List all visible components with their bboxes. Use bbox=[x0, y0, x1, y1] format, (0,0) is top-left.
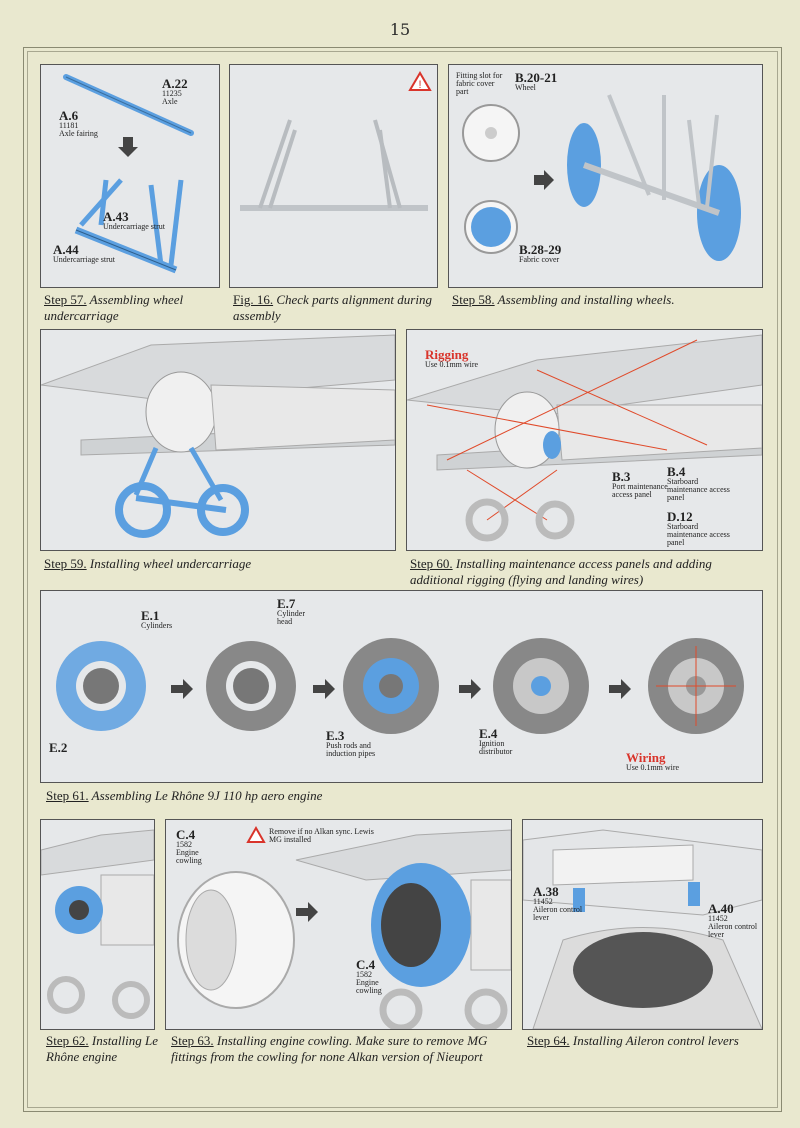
alignment-illustration: ! bbox=[240, 71, 432, 211]
label-remove-mg: Remove if no Alkan sync. Lewis MG instal… bbox=[269, 827, 374, 844]
caption-step-61: Step 61. Assembling Le Rhône 9J 110 hp a… bbox=[46, 788, 323, 803]
caption-step-64: Step 64. Installing Aileron control leve… bbox=[527, 1033, 739, 1048]
engine-installed-illustration bbox=[41, 829, 154, 1019]
undercarriage-illustration bbox=[63, 74, 194, 274]
engine-assembly-illustration bbox=[56, 638, 744, 734]
caption-step-60: Step 60. Installing maintenance access p… bbox=[410, 556, 712, 587]
caption-step-57: Step 57. Assembling wheel undercarriage bbox=[44, 292, 184, 323]
label-fitting-slot: Fitting slot for fabric cover part bbox=[456, 71, 503, 96]
caption-fig-16: Fig. 16. Check parts alignment during as… bbox=[233, 292, 432, 323]
cowling-illustration bbox=[177, 825, 511, 1029]
panel-step-59 bbox=[40, 329, 396, 551]
page-number: 15 bbox=[389, 20, 411, 39]
warning-icon bbox=[408, 71, 432, 91]
caption-step-59: Step 59. Installing wheel undercarriage bbox=[44, 556, 252, 571]
caption-step-63: Step 63. Installing engine cowling. Make… bbox=[171, 1033, 488, 1064]
panel-step-62 bbox=[40, 819, 155, 1030]
wheel-illustration bbox=[462, 94, 741, 261]
aircraft-rigging-illustration bbox=[407, 334, 762, 542]
panel-step-58: Fitting slot for fabric cover part B.20-… bbox=[448, 64, 763, 288]
aileron-illustration bbox=[523, 829, 762, 1029]
panel-fig-16: ! bbox=[229, 64, 438, 288]
warning-icon bbox=[246, 825, 266, 843]
aircraft-undercarriage-illustration bbox=[41, 334, 395, 538]
caption-step-58: Step 58. Assembling and installing wheel… bbox=[452, 292, 675, 307]
caption-step-62: Step 62. Installing Le Rhône engine bbox=[46, 1033, 158, 1064]
page-border-inner bbox=[27, 51, 778, 1108]
svg-text:!: ! bbox=[418, 79, 421, 91]
label-e2: E.2 bbox=[49, 740, 68, 755]
page-border bbox=[23, 47, 782, 1112]
